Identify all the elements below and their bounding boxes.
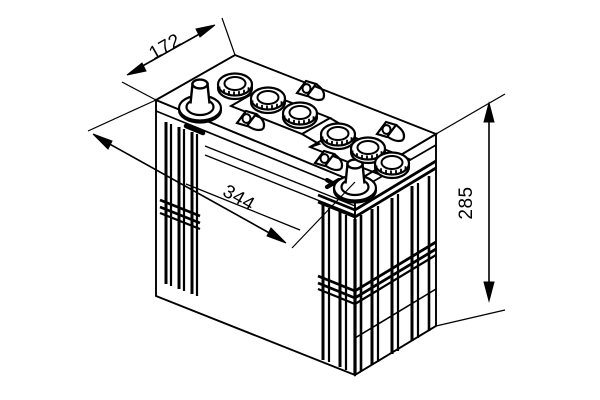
arrow-172-end: [195, 24, 216, 38]
ext-line-344-b: [291, 181, 356, 249]
case-step-line-2: [204, 154, 356, 216]
cell-cap-3: [281, 101, 319, 130]
polarity-dash-mark: [183, 123, 206, 136]
case-step-line-1: [204, 145, 356, 207]
dim-line-344: [96, 136, 283, 241]
dimension-label-285: 285: [456, 186, 477, 219]
left-face-ribs: [159, 122, 201, 296]
ext-line-285-b: [435, 309, 506, 327]
right-face-ribs: [317, 159, 437, 374]
arrow-172-start: [126, 62, 147, 76]
arrow-285-top: [483, 101, 495, 123]
cell-cap-2: [249, 86, 287, 115]
case-step-line-3: [185, 183, 301, 231]
dimension-height-285: 285: [435, 93, 506, 327]
dimension-label-172: 172: [146, 30, 185, 65]
arrow-344-start: [92, 133, 113, 150]
ext-line-344-a: [87, 99, 157, 132]
ext-line-172-a: [121, 81, 157, 101]
ext-line-285-a: [435, 93, 506, 135]
cell-cap-4: [319, 122, 357, 151]
battery-top-details: [177, 72, 412, 204]
cell-cap-1: [216, 72, 254, 101]
ext-line-172-b: [221, 17, 236, 56]
arrow-285-bottom: [483, 281, 495, 303]
arrow-344-end: [266, 227, 287, 244]
lid-rim-left: [155, 110, 356, 193]
cell-cap-6: [373, 151, 411, 180]
